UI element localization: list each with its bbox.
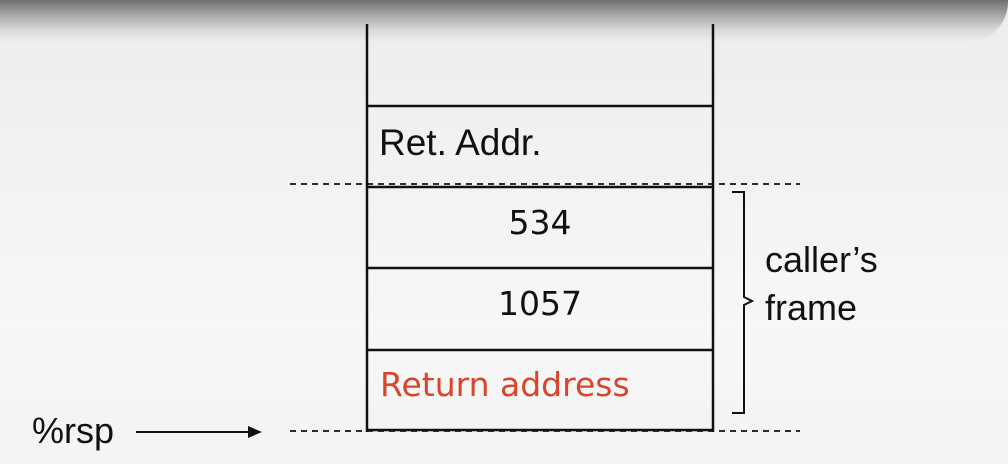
stack-cell-return-address: Return address — [380, 365, 630, 404]
stack-cell-ret-addr: Ret. Addr. — [379, 122, 542, 163]
stack-cell-1057: 1057 — [498, 284, 582, 323]
rsp-arrow-head — [248, 426, 262, 438]
slide-top-shadow — [0, 0, 1008, 42]
stack-cell-534: 534 — [508, 203, 572, 242]
caller-frame-label-line2: frame — [765, 287, 858, 328]
caller-frame-brace — [732, 191, 755, 414]
caller-frame-label-line1: caller’s — [765, 239, 878, 280]
rsp-register-label: %rsp — [32, 410, 115, 451]
